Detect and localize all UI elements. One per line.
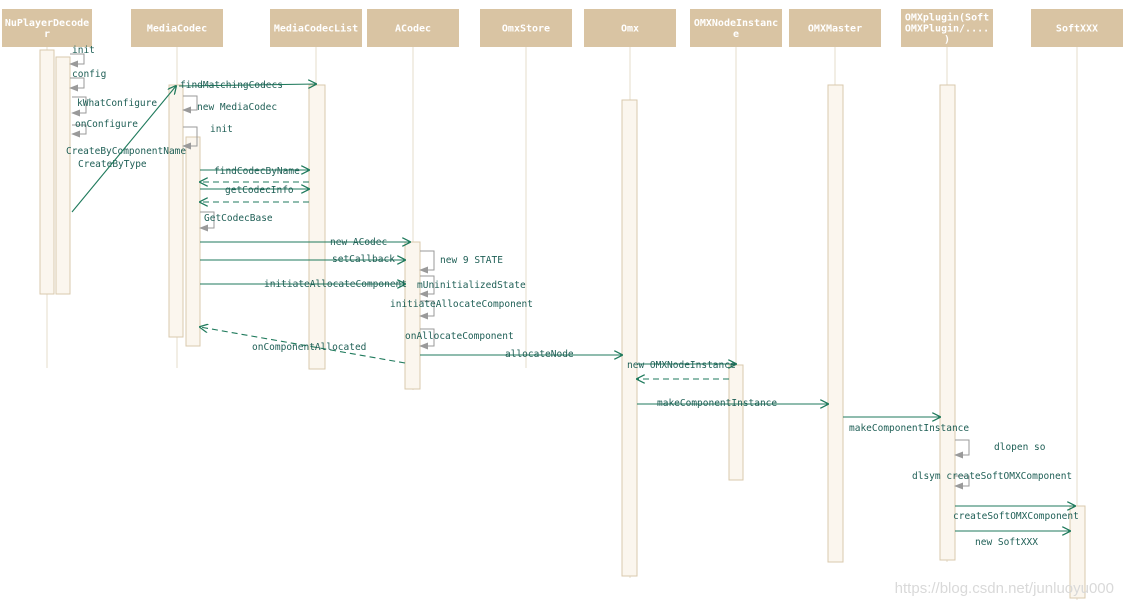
- message-label-muninitializedstate: mUninitializedState: [417, 280, 526, 291]
- participant-label-omx: Omx: [621, 24, 639, 35]
- self-message-arrow-kwhatconfigure: [71, 96, 87, 117]
- activation-bar: [1069, 505, 1086, 599]
- message-label-new-omxnodeinstance: new OMXNodeInstance: [627, 360, 736, 371]
- message-label-new-acodec: new ACodec: [330, 237, 387, 248]
- activation-bar: [55, 56, 71, 295]
- participant-box-omxmaster: [789, 9, 881, 47]
- participant-label-nuplayer: r: [44, 29, 50, 40]
- watermark-text: https://blog.csdn.net/junluoyu000: [895, 580, 1114, 597]
- participant-label-nuplayer: NuPlayerDecode: [5, 18, 89, 29]
- message-label-findmatchingcodecs: findMatchingCodecs: [180, 80, 283, 91]
- activation-bar: [308, 84, 326, 370]
- activation-bar: [621, 99, 638, 577]
- participant-box-nuplayer: [2, 9, 92, 47]
- participant-label-acodec: ACodec: [395, 24, 431, 35]
- message-arrow-createbycomponentname: [71, 86, 176, 213]
- message-label-getcodecbase: GetCodecBase: [204, 213, 273, 224]
- message-label-init-2: init: [210, 124, 233, 135]
- participant-label-softxxx: SoftXXX: [1056, 24, 1098, 35]
- participant-box-omxnodeinstance: [690, 9, 782, 47]
- self-message-arrow-new-mediacodec: [182, 95, 198, 114]
- participant-label-omxplugin: OMXPlugin/....: [905, 23, 989, 35]
- message-label-config: config: [72, 69, 106, 80]
- message-label-init-1: init: [72, 45, 95, 56]
- message-label-new-9-state: new 9 STATE: [440, 255, 503, 266]
- self-message-arrow-dlsym-createsoftomxcomponent: [954, 475, 970, 490]
- message-label-createbycomponentname: CreateByComponentName: [66, 146, 186, 157]
- self-message-arrow-onconfigure: [71, 124, 87, 138]
- message-arrow-findmatchingcodecs: [178, 84, 316, 86]
- self-message-arrow-new-9-state: [419, 250, 435, 274]
- self-message-arrow-onallocatecomponent: [419, 328, 435, 350]
- message-label-onallocatecomponent: onAllocateComponent: [405, 331, 514, 342]
- activation-bar: [168, 84, 184, 338]
- message-arrow-oncomponentallocated: [200, 327, 406, 364]
- message-label-getcodecinfo: getCodecInfo: [225, 185, 294, 196]
- message-label-initiateallocatecomponent-2: initiateAllocateComponent: [390, 299, 533, 310]
- participant-box-omxplugin: [901, 9, 993, 47]
- message-label-makecomponentinstance-1: makeComponentInstance: [657, 398, 777, 409]
- activation-bar: [404, 241, 421, 390]
- message-label-new-softxxx: new SoftXXX: [975, 537, 1038, 548]
- participant-box-acodec: [367, 9, 459, 47]
- participant-label-mediacodec: MediaCodec: [147, 23, 207, 35]
- message-label-onconfigure: onConfigure: [75, 119, 138, 130]
- self-message-arrow-config: [69, 77, 85, 92]
- activation-bar: [728, 364, 744, 481]
- participant-label-omxstore: OmxStore: [502, 24, 550, 35]
- activation-bar: [185, 136, 201, 347]
- message-label-allocatenode: allocateNode: [505, 349, 574, 360]
- participant-box-mediacodec: [131, 9, 223, 47]
- message-label-dlsym-createsoftomxcomponent: dlsym createSoftOMXComponent: [912, 471, 1072, 482]
- message-label-initiateallocatecomponent-1: initiateAllocateComponent: [264, 279, 407, 290]
- participant-box-omx: [584, 9, 676, 47]
- participant-label-omxplugin: ): [944, 35, 950, 46]
- activation-bar: [939, 84, 956, 561]
- participant-label-mediacodeclist: MediaCodecList: [274, 23, 358, 35]
- message-label-makecomponentinstance-2: makeComponentInstance: [849, 423, 969, 434]
- message-label-setcallback: setCallback: [332, 254, 395, 265]
- activation-bar: [39, 49, 55, 295]
- self-message-arrow-muninitializedstate: [419, 275, 435, 298]
- message-label-createbytype: CreateByType: [78, 159, 147, 170]
- self-message-arrow-dlopen-so: [954, 439, 970, 459]
- message-label-findcodecbyname: findCodecByName: [214, 166, 300, 177]
- participant-label-omxnodeinstance: e: [733, 29, 739, 40]
- activation-bar: [827, 84, 844, 563]
- participant-box-mediacodeclist: [270, 9, 362, 47]
- self-message-arrow-init-1: [69, 53, 85, 68]
- participant-label-omxnodeinstance: OMXNodeInstanc: [694, 18, 778, 29]
- participant-label-omxmaster: OMXMaster: [808, 24, 862, 35]
- message-label-createsoftomxcomponent: createSoftOMXComponent: [953, 511, 1079, 522]
- message-label-dlopen-so: dlopen so: [994, 442, 1046, 453]
- message-label-kwhatconfigure: kWhatConfigure: [77, 98, 157, 109]
- message-label-oncomponentallocated: onComponentAllocated: [252, 342, 366, 353]
- self-message-arrow-initiateallocatecomponent-2: [419, 300, 435, 320]
- participant-label-omxplugin: OMXplugin(Soft: [905, 12, 989, 24]
- participant-box-softxxx: [1031, 9, 1123, 47]
- message-label-new-mediacodec: new MediaCodec: [197, 102, 277, 113]
- self-message-arrow-getcodecbase: [199, 211, 215, 232]
- self-message-arrow-init-2: [182, 126, 198, 150]
- participant-box-omxstore: [480, 9, 572, 47]
